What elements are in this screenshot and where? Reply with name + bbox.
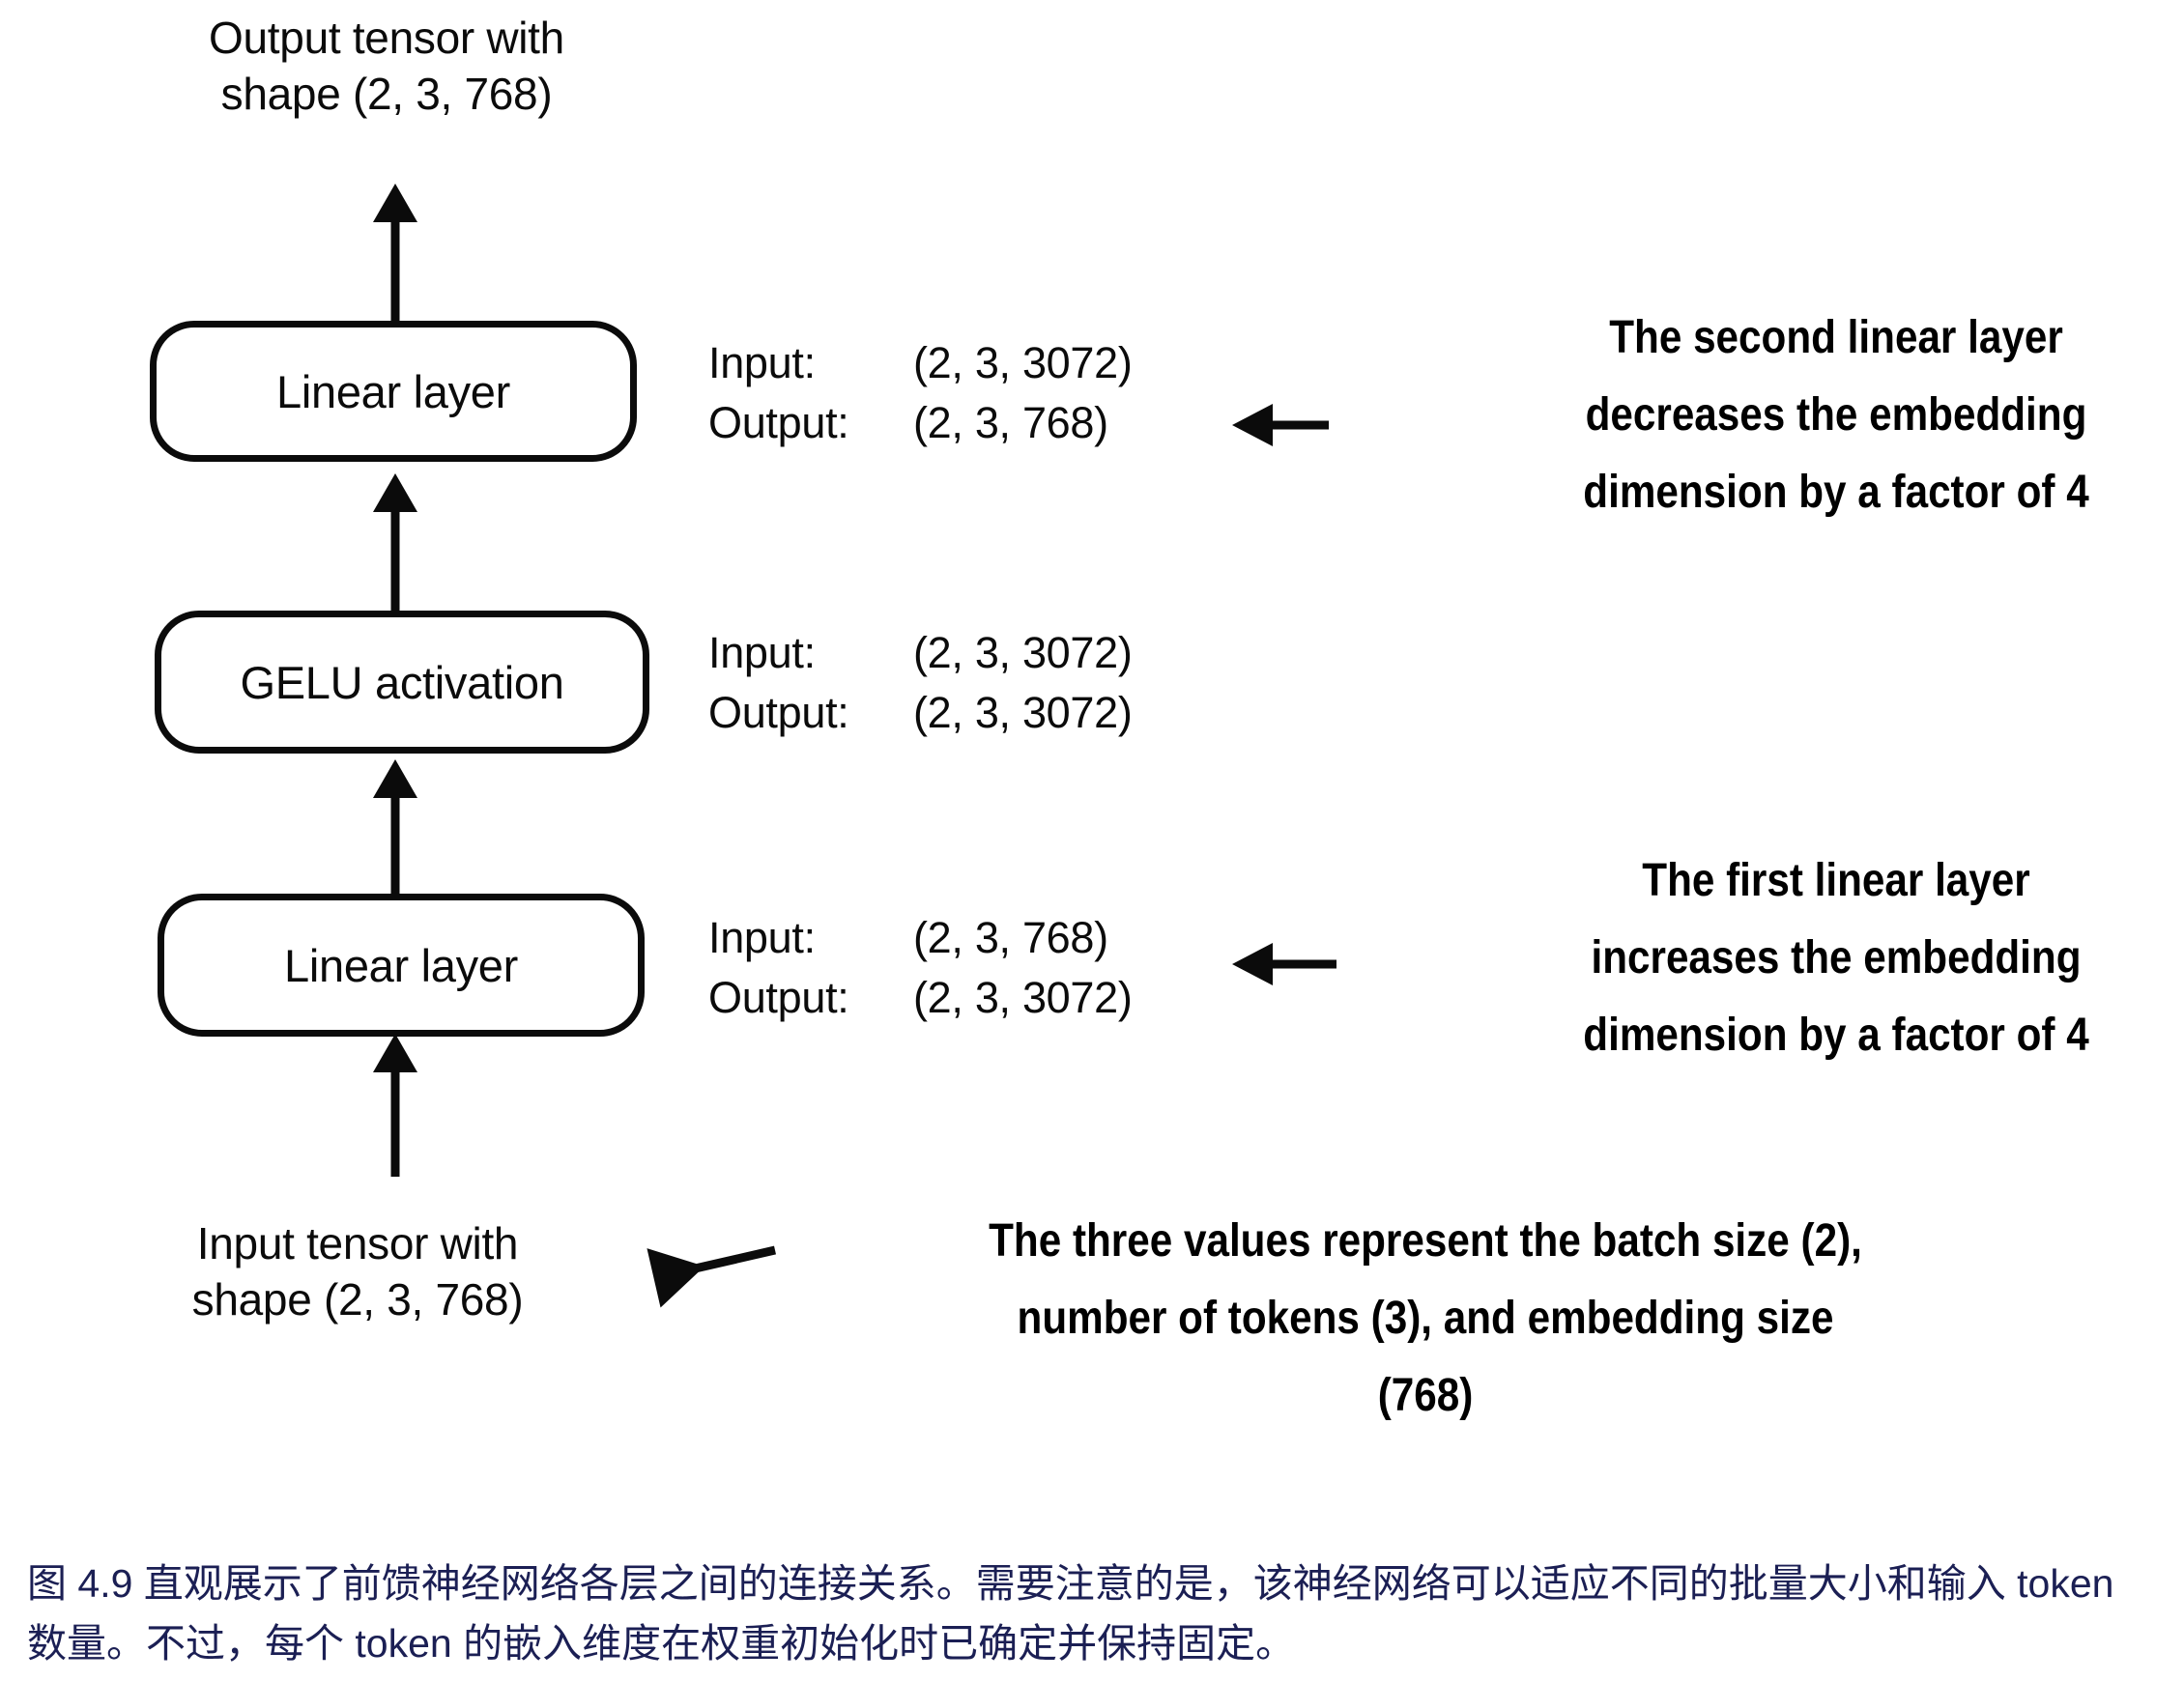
input-tensor-label: Input tensor with shape (2, 3, 768) xyxy=(191,1218,524,1325)
annotation-three-values: The three values represent the batch siz… xyxy=(989,1215,1862,1421)
io-spec-linear-layer-second: Input: (2, 3, 3072) Output: (2, 3, 768) xyxy=(708,333,1133,453)
io-output-key: Output: xyxy=(708,973,849,1022)
node-gelu-activation[interactable]: GELU activation xyxy=(155,611,649,754)
arrow-input-to-linear1 xyxy=(373,1034,417,1177)
io-input-key: Input: xyxy=(708,338,816,387)
arrow-stem xyxy=(1269,420,1329,430)
figure-caption: 图 4.9 直观展示了前馈神经网络各层之间的连接关系。需要注意的是，该神经网络可… xyxy=(27,1561,2114,1666)
arrow-stem xyxy=(390,788,400,898)
arrowhead-left-icon xyxy=(1232,404,1273,446)
node-linear-layer-first[interactable]: Linear layer xyxy=(158,894,645,1037)
arrowhead-left-icon xyxy=(1232,943,1273,985)
io-output-key: Output: xyxy=(708,688,849,737)
annotation-first-linear-layer: The first linear layer increases the emb… xyxy=(1583,855,2089,1061)
output-tensor-label: Output tensor with shape (2, 3, 768) xyxy=(209,13,564,119)
arrow-gelu-to-linear2 xyxy=(373,473,417,613)
node-linear-layer-second[interactable]: Linear layer xyxy=(150,321,637,462)
io-output-value: (2, 3, 768) xyxy=(913,398,1108,447)
io-spec-linear-layer-first: Input: (2, 3, 768) Output: (2, 3, 3072) xyxy=(708,908,1133,1028)
arrow-linear1-to-gelu xyxy=(373,759,417,898)
node-gelu-activation-label: GELU activation xyxy=(240,656,564,708)
io-row-output: Output: (2, 3, 768) xyxy=(708,393,1133,453)
io-row-output: Output: (2, 3, 3072) xyxy=(708,968,1133,1028)
io-row-input: Input: (2, 3, 768) xyxy=(708,908,1133,968)
arrow-linear2-to-output xyxy=(373,184,417,327)
io-output-value: (2, 3, 3072) xyxy=(913,688,1133,737)
annotation-second-linear-layer: The second linear layer decreases the em… xyxy=(1583,312,2089,518)
arrow-to-first-linear-note xyxy=(1232,943,1336,985)
io-output-key: Output: xyxy=(708,398,849,447)
arrow-stem xyxy=(647,1245,777,1308)
io-input-value: (2, 3, 3072) xyxy=(913,628,1133,677)
node-linear-layer-second-label: Linear layer xyxy=(276,365,510,417)
arrow-stem xyxy=(390,1063,400,1177)
io-input-key: Input: xyxy=(708,913,816,962)
arrow-to-second-linear-note xyxy=(1232,404,1329,446)
arrow-stem xyxy=(1269,959,1336,969)
io-row-input: Input: (2, 3, 3072) xyxy=(708,333,1133,393)
io-spec-gelu-activation: Input: (2, 3, 3072) Output: (2, 3, 3072) xyxy=(708,623,1133,743)
io-input-value: (2, 3, 768) xyxy=(913,913,1108,962)
arrow-stem xyxy=(390,502,400,613)
io-input-key: Input: xyxy=(708,628,816,677)
node-linear-layer-first-label: Linear layer xyxy=(284,939,518,991)
io-row-output: Output: (2, 3, 3072) xyxy=(708,683,1133,743)
arrow-stem xyxy=(390,213,400,327)
arrow-to-input-tensor-label xyxy=(647,1245,777,1308)
io-output-value: (2, 3, 3072) xyxy=(913,973,1133,1022)
io-row-input: Input: (2, 3, 3072) xyxy=(708,623,1133,683)
io-input-value: (2, 3, 3072) xyxy=(913,338,1133,387)
